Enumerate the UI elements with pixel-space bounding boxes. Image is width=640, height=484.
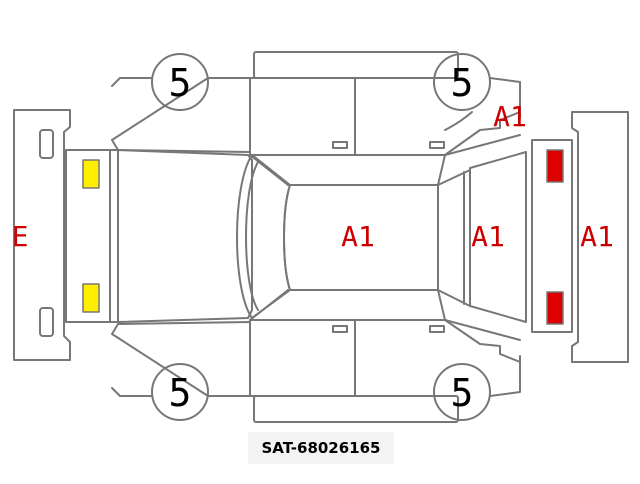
mark-rear-glass: A1: [471, 220, 505, 253]
tire-rear-right: [433, 363, 491, 421]
mark-rear-fender-right: A1: [493, 100, 527, 133]
rear-glass: [437, 151, 527, 323]
tire-front-left: [151, 53, 209, 111]
mark-front-bumper: E: [12, 220, 29, 253]
roof: [283, 184, 439, 291]
rear-lamps-frame: [531, 139, 573, 333]
tire-grade-front-left: 5: [169, 61, 192, 105]
tire-rear-left: [433, 53, 491, 111]
front-bumper: [13, 109, 71, 361]
stock-code-label: SAT-68026165: [248, 432, 394, 464]
mark-roof: A1: [341, 220, 375, 253]
rear-bumper: [571, 111, 629, 363]
mark-rear-bumper: A1: [580, 220, 614, 253]
tire-grade-rear-right: 5: [451, 371, 474, 415]
stock-code: SAT-68026165: [261, 439, 381, 457]
front-lamp-top: [82, 159, 100, 189]
left-side-panels: [111, 51, 521, 186]
rear-lamp-top: [546, 149, 564, 183]
hood: [65, 149, 253, 323]
tire-front-right: [151, 363, 209, 421]
tire-grade-rear-left: 5: [451, 61, 474, 105]
front-lamp-bottom: [82, 283, 100, 313]
rear-lamp-bottom: [546, 291, 564, 325]
tire-grade-front-right: 5: [169, 371, 192, 415]
right-side-panels: [111, 289, 521, 423]
